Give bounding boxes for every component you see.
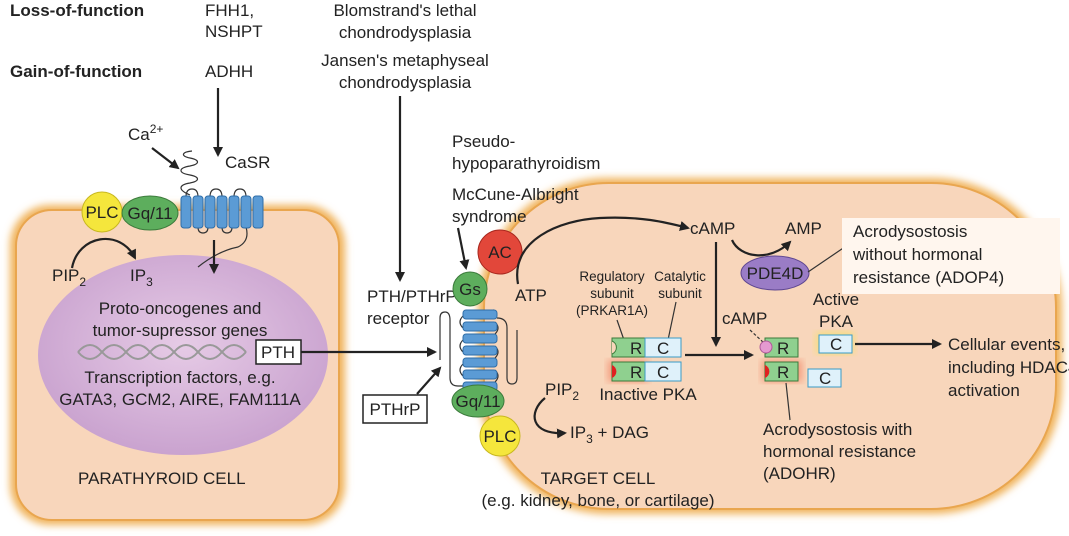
pip2-to-ip3-dag-arrow bbox=[533, 397, 567, 439]
svg-text:PLC: PLC bbox=[483, 427, 516, 446]
gs-protein: Gs bbox=[452, 271, 488, 307]
target-cell-sublabel: (e.g. kidney, bone, or cartilage) bbox=[481, 491, 714, 510]
adop4-box bbox=[842, 218, 1060, 294]
casr-label: CaSR bbox=[225, 153, 270, 172]
receptor-label-1: PTH/PTHrP bbox=[367, 287, 457, 306]
regulatory-label-1: Regulatory bbox=[579, 269, 645, 284]
svg-text:PTH: PTH bbox=[261, 343, 295, 362]
free-catalytic-subunit: C bbox=[807, 368, 842, 388]
catalytic-pointer bbox=[667, 301, 677, 341]
regulatory-label-2: subunit bbox=[590, 286, 634, 301]
adohr-line-2: hormonal resistance bbox=[763, 442, 916, 461]
adohr-line-3: (ADOHR) bbox=[763, 464, 836, 483]
pip2-to-ip3-arrow bbox=[70, 237, 136, 269]
nucleus-line-1: Proto-oncogenes and bbox=[99, 299, 262, 318]
svg-text:C: C bbox=[657, 339, 669, 358]
adop4-line-3: resistance (ADOP4) bbox=[853, 268, 1004, 287]
svg-text:R: R bbox=[777, 339, 789, 358]
parathyroid-cell bbox=[10, 205, 345, 525]
nucleus-line-2: tumor-supressor genes bbox=[93, 321, 268, 340]
casr-receptor bbox=[180, 150, 264, 268]
svg-text:Gs: Gs bbox=[459, 280, 481, 299]
target-cell-label: TARGET CELL bbox=[541, 469, 656, 488]
svg-text:C: C bbox=[830, 335, 842, 354]
svg-text:R: R bbox=[777, 363, 789, 382]
atp-label: ATP bbox=[515, 286, 547, 305]
atp-to-camp-arrow bbox=[516, 216, 690, 285]
events-line-2: including HDAC4 bbox=[948, 358, 1069, 377]
receptor-label-2: receptor bbox=[367, 309, 430, 328]
calcium-label: Ca2+ bbox=[128, 122, 163, 144]
catalytic-label-2: subunit bbox=[658, 286, 702, 301]
pde4d-enzyme: PDE4D bbox=[740, 255, 810, 291]
gq11-target: Gq/11 bbox=[451, 384, 505, 418]
ac-enzyme: AC bbox=[477, 229, 523, 275]
svg-text:C: C bbox=[819, 369, 831, 388]
loss-value-nshpt: NSHPT bbox=[205, 22, 263, 41]
parathyroid-cell-label: PARATHYROID CELL bbox=[78, 469, 246, 488]
events-line-3: activation bbox=[948, 381, 1020, 400]
pthrp-arrow bbox=[416, 366, 442, 395]
pseudo-line-2: hypoparathyroidism bbox=[452, 154, 600, 173]
svg-text:AC: AC bbox=[488, 243, 512, 262]
active-pka-label-1: Active bbox=[813, 290, 859, 309]
adop4-line-1: Acrodysostosis bbox=[853, 222, 967, 241]
nucleus-line-3: Transcription factors, e.g. bbox=[84, 368, 275, 387]
blomstrand-line-1: Blomstrand's lethal bbox=[333, 1, 476, 20]
camp-to-amp-arrow bbox=[730, 239, 792, 257]
svg-text:PLC: PLC bbox=[85, 203, 118, 222]
loss-of-function-label: Loss-of-function bbox=[10, 1, 144, 20]
svg-text:R: R bbox=[630, 339, 642, 358]
calcium-arrow bbox=[151, 147, 180, 170]
pip2-target-label: PIP2 bbox=[545, 380, 579, 403]
adohr-line-1: Acrodysostosis with bbox=[763, 420, 912, 439]
svg-text:Gq/11: Gq/11 bbox=[127, 204, 172, 223]
plc-parathyroid: PLC bbox=[81, 191, 123, 233]
blomstrand-line-2: chondrodysplasia bbox=[339, 23, 472, 42]
gain-of-function-label: Gain-of-function bbox=[10, 62, 142, 81]
regulatory-pointer bbox=[616, 319, 625, 341]
pip2-label: PIP2 bbox=[52, 266, 86, 289]
ip3-label: IP3 bbox=[130, 266, 153, 289]
adop4-line-2: without hormonal bbox=[852, 245, 982, 264]
plc-target: PLC bbox=[479, 415, 521, 457]
pseudo-line-1: Pseudo- bbox=[452, 132, 515, 151]
jansen-line-1: Jansen's metaphyseal bbox=[321, 51, 489, 70]
camp-pointer bbox=[749, 329, 765, 344]
inactive-pka: R C R C bbox=[608, 337, 682, 382]
ip3-dag-label: IP3 + DAG bbox=[570, 423, 649, 446]
jansen-line-2: chondrodysplasia bbox=[339, 73, 472, 92]
mccune-line-2: syndrome bbox=[452, 207, 527, 226]
events-line-1: Cellular events, bbox=[948, 335, 1065, 354]
active-catalytic-subunit: C bbox=[816, 332, 854, 354]
regulatory-dimer: R R bbox=[759, 337, 802, 382]
svg-text:PDE4D: PDE4D bbox=[747, 264, 804, 283]
camp-bound-label: cAMP bbox=[722, 309, 767, 328]
svg-text:Gq/11: Gq/11 bbox=[455, 392, 500, 411]
inactive-pka-label: Inactive PKA bbox=[599, 385, 697, 404]
amp-label: AMP bbox=[785, 219, 822, 238]
regulatory-label-3: (PRKAR1A) bbox=[576, 303, 648, 318]
dna-helix-icon bbox=[77, 344, 247, 360]
svg-text:PTHrP: PTHrP bbox=[370, 400, 421, 419]
camp-label: cAMP bbox=[690, 219, 735, 238]
nucleus bbox=[38, 255, 328, 455]
catalytic-label-1: Catalytic bbox=[654, 269, 706, 284]
pth-box: PTH bbox=[255, 339, 302, 365]
gain-value-adhh: ADHH bbox=[205, 62, 253, 81]
svg-text:R: R bbox=[630, 363, 642, 382]
active-pka-label-2: PKA bbox=[819, 312, 854, 331]
gs-mutation-arrow bbox=[456, 227, 470, 270]
pthrp-box: PTHrP bbox=[362, 394, 428, 424]
nucleus-line-4: GATA3, GCM2, AIRE, FAM111A bbox=[59, 390, 301, 409]
loss-value-fhh1: FHH1, bbox=[205, 1, 254, 20]
adohr-pointer bbox=[785, 382, 791, 421]
mccune-line-1: McCune-Albright bbox=[452, 185, 579, 204]
gq11-parathyroid: Gq/11 bbox=[121, 195, 179, 231]
svg-text:C: C bbox=[657, 363, 669, 382]
camp-molecule-icon bbox=[759, 340, 773, 354]
